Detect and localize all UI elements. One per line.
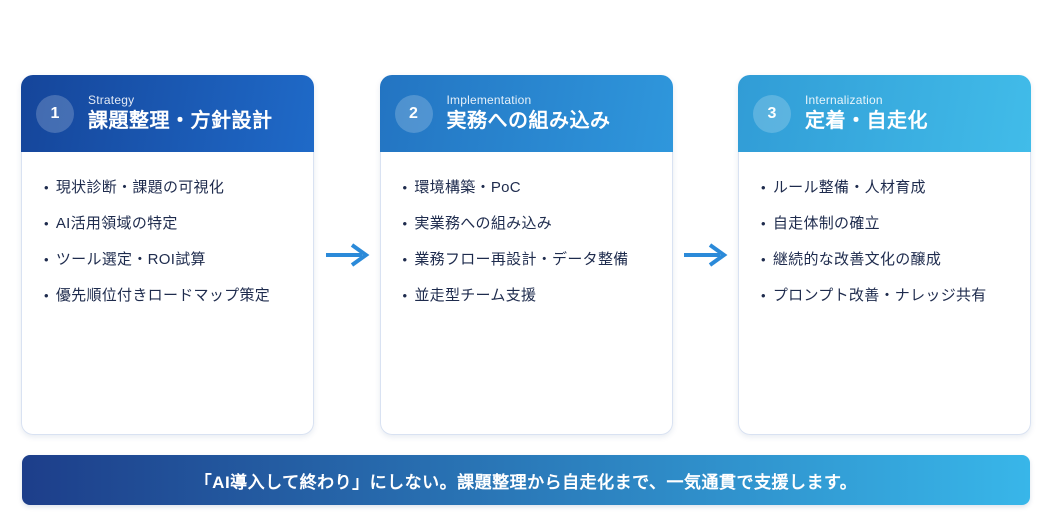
arrow-right-icon (325, 243, 370, 267)
step-header-3: 3 Internalization 定着・自走化 (738, 75, 1031, 152)
bullet-icon: • (402, 180, 408, 195)
step-label-en: Strategy (88, 92, 135, 107)
bullet-icon: • (402, 288, 408, 303)
step-item-list: • 環境構築・PoC • 実業務への組み込み • 業務フロー再設計・データ整備 • 並走… (403, 178, 654, 305)
step-item: • AI活用領域の特定 (44, 214, 295, 233)
step-body: • 環境構築・PoC • 実業務への組み込み • 業務フロー再設計・データ整備 • 並走… (379, 152, 673, 435)
arrow-right-icon (684, 243, 728, 267)
step-card-2: 2 Implementation 実務への組み込み • 環境構築・PoC • 実業務… (379, 75, 673, 435)
step-label-en: Internalization (805, 92, 883, 107)
step-number-badge: 2 (394, 94, 433, 133)
step-headings: Strategy 課題整理・方針設計 (88, 92, 273, 134)
step-card-3: 3 Internalization 定着・自走化 • ルール整備・人材育成 • 自走… (738, 75, 1031, 435)
bullet-icon: • (402, 252, 408, 267)
step-header-2: 2 Implementation 実務への組み込み (379, 75, 673, 152)
step-number-badge: 1 (36, 94, 74, 133)
summary-banner-text: 「AI導入して終わり」にしない。課題整理から自走化まで、一気通貫で支援します。 (194, 472, 858, 492)
step-item-text: 実業務への組み込み (414, 215, 553, 232)
step-item-list: • 現状診断・課題の可視化 • AI活用領域の特定 • ツール選定・ROI試算 • 優先… (44, 178, 295, 305)
step-item: • 並走型チーム支援 (403, 286, 654, 305)
step-item: • 現状診断・課題の可視化 (44, 178, 295, 197)
step-headings: Implementation 実務への組み込み (446, 92, 611, 134)
step-item-text: プロンプト改善・ナレッジ共有 (772, 287, 987, 304)
step-item: • プロンプト改善・ナレッジ共有 (761, 286, 1012, 305)
step-number-badge: 3 (753, 94, 791, 133)
step-body: • 現状診断・課題の可視化 • AI活用領域の特定 • ツール選定・ROI試算 • 優先… (21, 152, 314, 435)
step-label-en: Implementation (446, 92, 532, 107)
step-body: • ルール整備・人材育成 • 自走体制の確立 • 継続的な改善文化の醸成 • プロンプト… (738, 152, 1031, 435)
arrow-gap-2 (673, 75, 739, 435)
step-item: • ツール選定・ROI試算 (44, 250, 295, 269)
bullet-icon: • (402, 216, 408, 231)
step-item-text: ツール選定・ROI試算 (55, 251, 206, 268)
step-item: • 自走体制の確立 (761, 214, 1012, 233)
bullet-icon: • (44, 288, 49, 303)
step-item: • 優先順位付きロードマップ策定 (44, 286, 295, 305)
bullet-icon: • (44, 180, 49, 195)
step-item: • ルール整備・人材育成 (761, 178, 1012, 197)
step-item-text: ルール整備・人材育成 (772, 179, 926, 196)
step-header-1: 1 Strategy 課題整理・方針設計 (21, 75, 314, 152)
bullet-icon: • (761, 252, 766, 267)
step-item-text: 継続的な改善文化の醸成 (772, 251, 942, 268)
steps-row: 1 Strategy 課題整理・方針設計 • 現状診断・課題の可視化 • AI活用領… (21, 75, 1031, 435)
bullet-icon: • (761, 288, 766, 303)
step-item-text: 並走型チーム支援 (414, 287, 537, 304)
bullet-icon: • (761, 180, 766, 195)
step-headings: Internalization 定着・自走化 (805, 92, 928, 134)
step-item-text: 業務フロー再設計・データ整備 (414, 251, 629, 268)
bullet-icon: • (44, 252, 49, 267)
step-item-text: 優先順位付きロードマップ策定 (55, 287, 271, 304)
step-item-text: AI活用領域の特定 (55, 215, 178, 232)
bullet-icon: • (44, 216, 49, 231)
step-item-text: 環境構築・PoC (414, 179, 521, 196)
step-item-text: 自走体制の確立 (772, 215, 880, 232)
step-item: • 継続的な改善文化の醸成 (761, 250, 1012, 269)
step-title: 定着・自走化 (805, 110, 928, 133)
step-item: • 業務フロー再設計・データ整備 (403, 250, 654, 269)
summary-banner: 「AI導入して終わり」にしない。課題整理から自走化まで、一気通貫で支援します。 (22, 455, 1030, 505)
arrow-gap-1 (314, 75, 380, 435)
step-item-list: • ルール整備・人材育成 • 自走体制の確立 • 継続的な改善文化の醸成 • プロンプト… (761, 178, 1012, 305)
step-title: 実務への組み込み (446, 110, 611, 133)
step-item: • 実業務への組み込み (403, 214, 654, 233)
step-card-1: 1 Strategy 課題整理・方針設計 • 現状診断・課題の可視化 • AI活用領… (21, 75, 314, 435)
step-item: • 環境構築・PoC (403, 178, 654, 197)
bullet-icon: • (761, 216, 766, 231)
step-title: 課題整理・方針設計 (88, 110, 273, 133)
step-item-text: 現状診断・課題の可視化 (55, 179, 225, 196)
